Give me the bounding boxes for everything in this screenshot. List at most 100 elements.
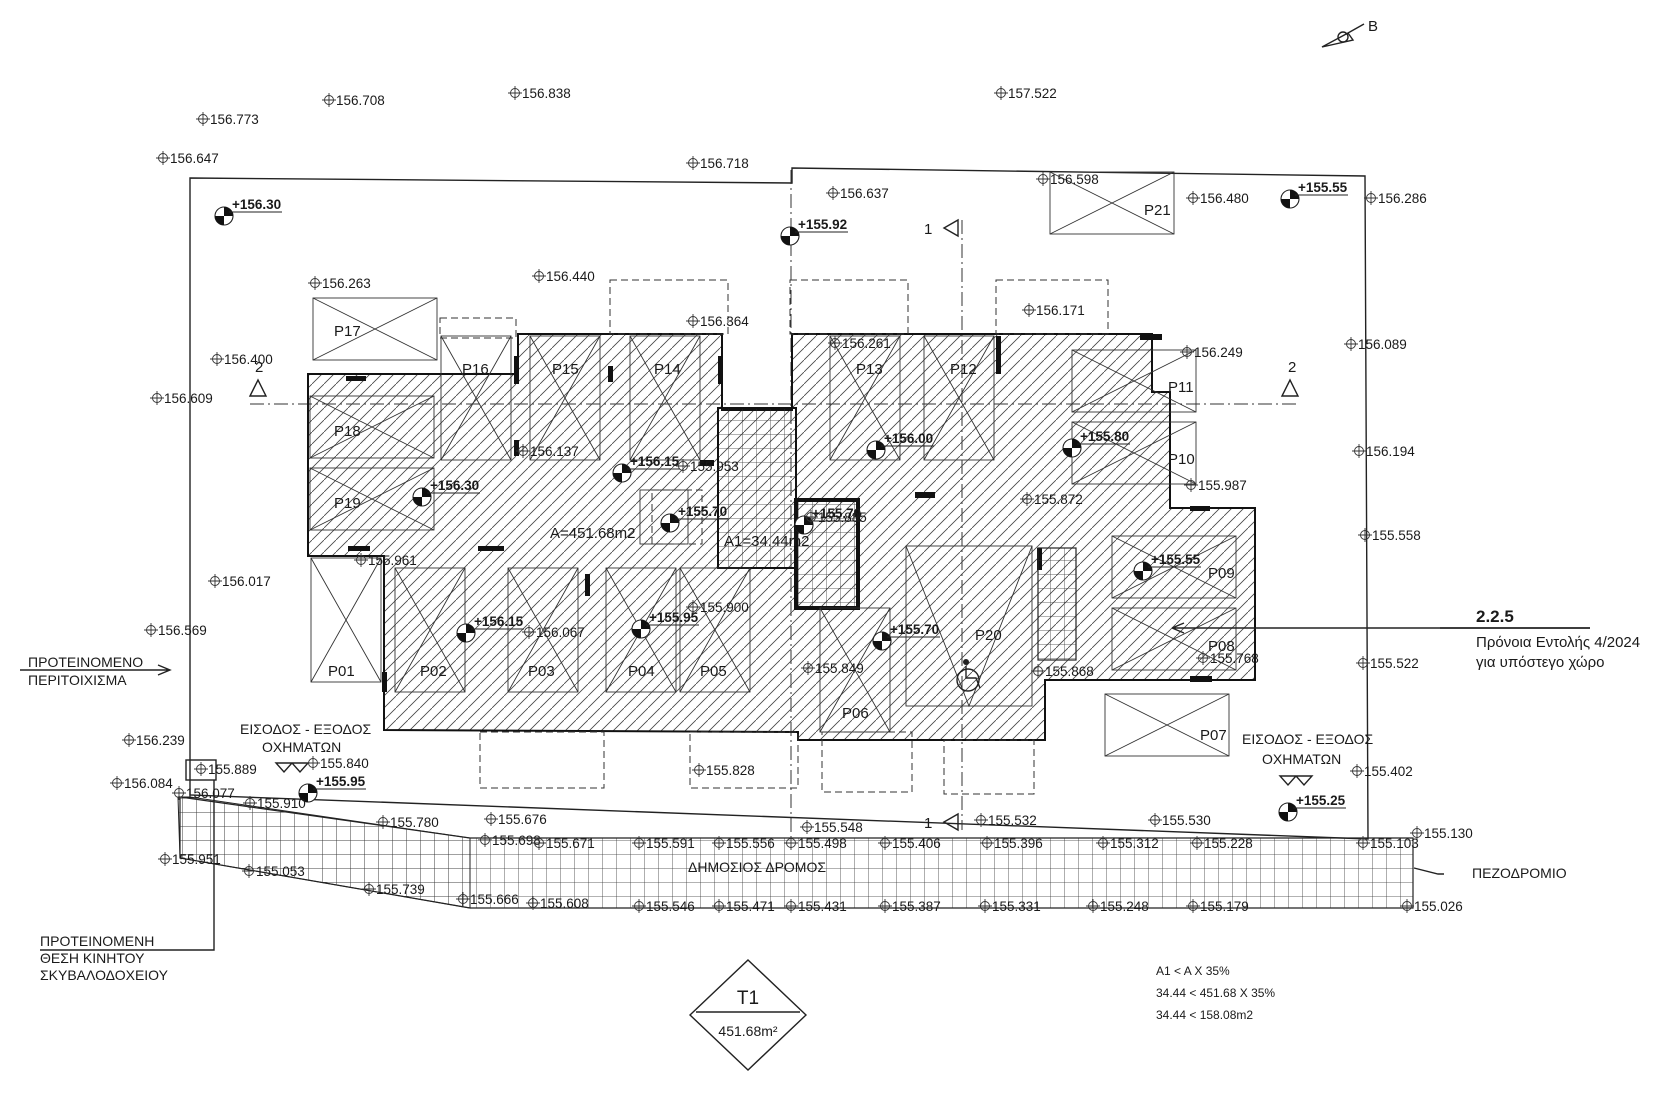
level-point: 156.708	[322, 93, 385, 108]
level-value: 156.249	[1194, 345, 1243, 360]
level-value: 155.498	[798, 836, 847, 851]
spot-value: +156.00	[884, 431, 933, 446]
calc-line2: 34.44 < 451.68 X 35%	[1156, 986, 1275, 1000]
level-value: 156.137	[530, 444, 579, 459]
spot-level: +155.70	[872, 622, 940, 651]
level-point: 155.900	[686, 600, 749, 615]
level-point: 156.400	[210, 352, 273, 367]
parking-label-p13: P13	[856, 361, 883, 378]
level-value: 156.077	[186, 786, 235, 801]
level-value: 155.103	[1370, 836, 1419, 851]
dashed-overhangs	[439, 279, 1109, 795]
spot-level: +156.00	[866, 431, 934, 460]
level-point: 156.637	[826, 186, 889, 201]
parking-label-p18: P18	[334, 423, 361, 440]
spot-level: +155.80	[1062, 429, 1130, 458]
level-point: 155.431	[784, 899, 847, 914]
level-value: 155.431	[798, 899, 847, 914]
parking-label-p07: P07	[1200, 727, 1227, 744]
level-value: 156.017	[222, 574, 271, 589]
entry-left-line1: ΕΙΣΟΔΟΣ - ΕΞΟΔΟΣ	[240, 721, 372, 737]
level-point: 155.840	[306, 756, 369, 771]
area-tag-code: T1	[737, 988, 759, 1009]
level-value: 155.530	[1162, 813, 1211, 828]
level-point: 155.872	[1020, 492, 1083, 507]
parking-label-p15: P15	[552, 361, 579, 378]
spot-value: +156.15	[630, 454, 680, 469]
area-tag-t1: T1 451.68m²	[688, 959, 808, 1071]
parking-label-p04: P04	[628, 663, 655, 680]
level-point: 155.768	[1196, 651, 1259, 666]
level-value: 155.671	[546, 836, 595, 851]
level-value: 156.609	[164, 391, 213, 406]
level-value: 156.598	[1050, 172, 1099, 187]
level-value: 155.026	[1414, 899, 1463, 914]
level-value: 156.708	[336, 93, 385, 108]
level-point: 155.179	[1186, 899, 1249, 914]
spot-level: +155.95	[631, 610, 699, 639]
level-value: 155.868	[1045, 664, 1094, 679]
level-value: 155.591	[646, 836, 695, 851]
parking-label-p10: P10	[1168, 451, 1195, 468]
stair-core	[717, 407, 797, 569]
enclosure-line1: ΠΡΟΤΕΙΝΟΜΕΝΟ	[28, 654, 143, 670]
level-value: 155.556	[726, 836, 775, 851]
area-label-sub: A1=34.44m2	[724, 533, 809, 550]
parking-label-p09: P09	[1208, 565, 1235, 582]
level-value: 155.396	[994, 836, 1043, 851]
road-label: ΔΗΜΟΣΙΟΣ ΔΡΟΜΟΣ	[688, 859, 826, 875]
level-value: 155.780	[390, 815, 439, 830]
level-value: 155.471	[726, 899, 775, 914]
level-point: 156.263	[308, 276, 371, 291]
parking-label-p01: P01	[328, 663, 355, 680]
entry-arrows-right	[1278, 775, 1314, 787]
entry-left-line2: ΟΧΗΜΑΤΩΝ	[262, 739, 341, 755]
level-value: 155.053	[256, 864, 305, 879]
spot-level: +155.25	[1278, 793, 1346, 822]
level-value: 156.569	[158, 623, 207, 638]
level-point: 155.387	[878, 899, 941, 914]
calc-line3: 34.44 < 158.08m2	[1156, 1008, 1253, 1022]
level-point: 155.987	[1184, 478, 1247, 493]
level-point: 155.402	[1350, 764, 1413, 779]
parking-stalls	[309, 171, 1237, 757]
level-value: 156.400	[224, 352, 273, 367]
level-value: 155.872	[1034, 492, 1083, 507]
level-point: 156.286	[1364, 191, 1427, 206]
note-line2: για υπόστεγο χώρο	[1476, 654, 1605, 671]
level-point: 156.089	[1344, 337, 1407, 352]
level-value: 156.440	[546, 269, 595, 284]
parking-label-p14: P14	[654, 361, 681, 378]
level-value: 155.248	[1100, 899, 1149, 914]
parking-label-p03: P03	[528, 663, 555, 680]
level-value: 156.084	[124, 776, 173, 791]
level-point: 156.609	[150, 391, 213, 406]
level-value: 155.849	[815, 661, 864, 676]
level-value: 155.548	[814, 820, 863, 835]
small-room	[639, 489, 689, 545]
entry-arrows-left	[274, 762, 310, 774]
level-point: 155.248	[1086, 899, 1149, 914]
parking-label-p21: P21	[1144, 202, 1171, 219]
parking-label-p12: P12	[950, 361, 977, 378]
level-value: 156.647	[170, 151, 219, 166]
spot-level: +155.70	[660, 504, 728, 533]
level-value: 155.608	[540, 896, 589, 911]
level-point: 155.885	[804, 510, 867, 525]
section-marker-1-top: 1	[924, 218, 959, 238]
parking-label-p19: P19	[334, 495, 361, 512]
level-point: 155.780	[376, 815, 439, 830]
level-value: 155.532	[988, 813, 1037, 828]
level-point: 155.889	[194, 762, 257, 777]
section-marker-2-left: 2	[248, 359, 268, 397]
spot-value: +155.55	[1151, 552, 1201, 567]
level-value: 155.698	[492, 833, 541, 848]
spot-value: +155.25	[1296, 793, 1346, 808]
svg-text:1: 1	[924, 221, 932, 238]
spot-value: +155.80	[1080, 429, 1129, 444]
spot-level: +156.15	[456, 614, 524, 643]
svg-text:2: 2	[1288, 359, 1296, 376]
level-point: 155.103	[1356, 836, 1419, 851]
spot-value: +156.30	[430, 478, 479, 493]
